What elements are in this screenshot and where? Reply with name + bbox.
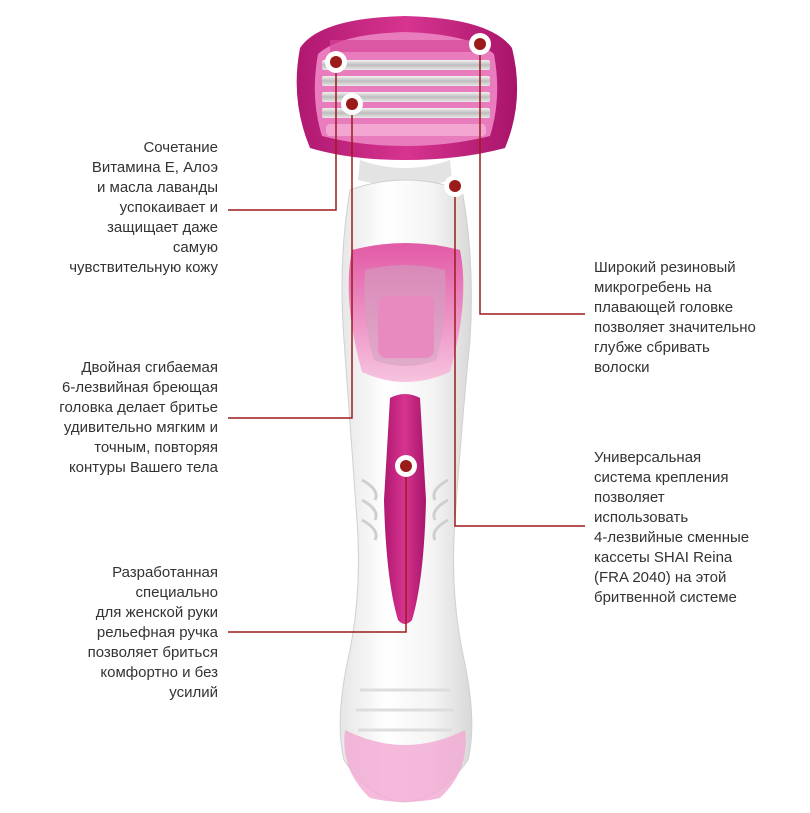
handle-bottom-ridges: [356, 688, 454, 732]
leader-line-1: [228, 62, 337, 211]
leader-line-4: [479, 44, 585, 315]
callout-universal-attachment: Универсальная система крепления позволяе…: [594, 449, 750, 606]
leader-line-2: [228, 104, 353, 419]
blade-strip: [322, 60, 490, 70]
callout-rubber-microcomb: Широкий резиновый микрогребень на плаваю…: [594, 259, 756, 376]
blade-strip: [322, 76, 490, 86]
callout-vitamin-e-aloe: Сочетание Витамина Е, Алоэ и масла лаван…: [69, 139, 218, 276]
grip-ridges: [361, 478, 449, 541]
blade-strip: [322, 92, 490, 102]
razor-connector: [358, 160, 452, 186]
marker-dot: [330, 56, 342, 68]
callout-ergonomic-handle: Разработанная специально для женской рук…: [87, 564, 218, 701]
leader-line-5: [454, 186, 585, 527]
lubricating-strip: [326, 124, 486, 136]
handle-pink-block: [378, 296, 434, 358]
marker-dots: [325, 33, 491, 477]
blade-strip: [322, 108, 490, 118]
marker-dot: [449, 180, 461, 192]
handle-bottom-pink: [344, 730, 466, 802]
marker-dot: [346, 98, 358, 110]
rubber-microcomb: [330, 40, 480, 52]
callout-six-blade-head: Двойная сгибаемая 6-лезвийная бреющая го…: [59, 359, 218, 476]
marker-dot: [474, 38, 486, 50]
leader-line-3: [228, 466, 407, 633]
leader-lines: [228, 44, 585, 633]
marker-dot: [400, 460, 412, 472]
grip-strip: [384, 394, 426, 624]
